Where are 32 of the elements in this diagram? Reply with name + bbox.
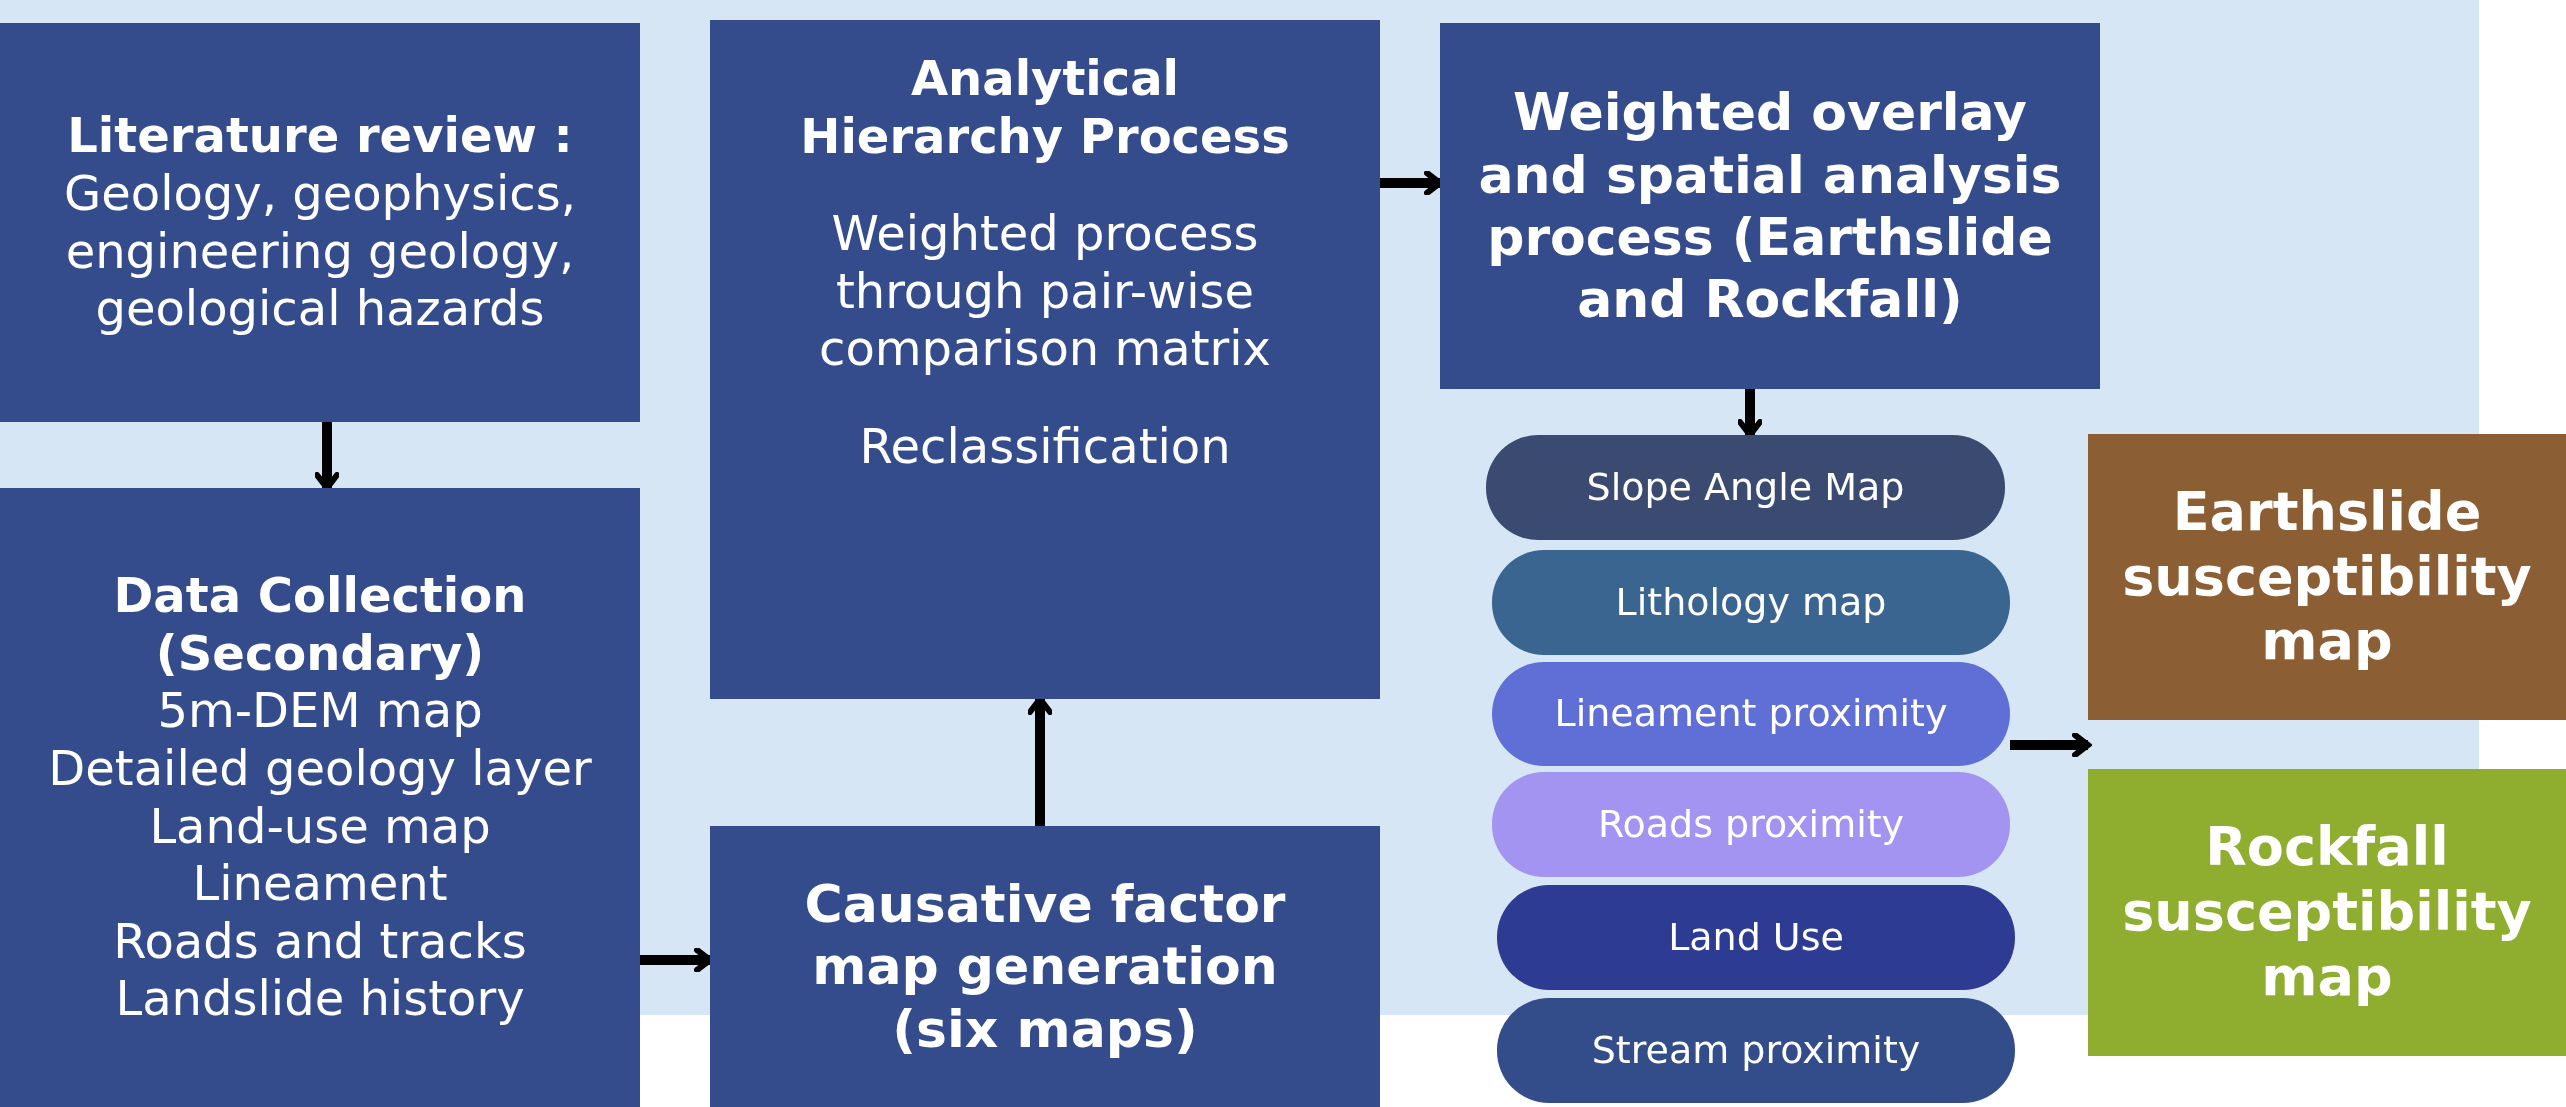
layer-label: Stream proximity: [1590, 1027, 1922, 1074]
box-text: Geology, geophysics, engineering geology, geological hazards: [63, 164, 577, 338]
process-box: [2088, 769, 2566, 1056]
box-title: Causative factor map generation (six maps): [803, 872, 1287, 1061]
arrow: [2010, 732, 2091, 758]
layer-label: Lineament proximity: [1553, 691, 1949, 737]
process-box: [0, 23, 640, 422]
box-title: Rockfall susceptibility map: [2121, 815, 2533, 1010]
layer-label: Slope Angle Map: [1585, 464, 1906, 511]
arrow: [1737, 389, 1763, 438]
process-box: [0, 488, 640, 1107]
process-box: [710, 20, 1380, 699]
layer-label: Roads proximity: [1596, 801, 1906, 848]
box-text: Reclassification: [858, 417, 1232, 476]
arrow: [314, 422, 340, 491]
box-title: Literature review :: [66, 107, 574, 165]
process-box: [1440, 23, 2100, 389]
box-title: Weighted overlay and spatial analysis process (Earthslide and Rockfall): [1477, 81, 2063, 331]
box-text: Lineament: [191, 855, 449, 913]
box-title: Earthslide susceptibility map: [2121, 479, 2533, 675]
process-box: [2088, 434, 2566, 720]
box-text: Land-use map: [148, 797, 492, 856]
box-text: Landslide history: [114, 970, 526, 1028]
box-title: Data Collection (Secondary): [112, 567, 528, 683]
box-text: 5m-DEM map: [156, 682, 484, 740]
box-text: Detailed geology layer: [47, 739, 593, 798]
process-box: [710, 826, 1380, 1107]
layer-label: Lithology map: [1614, 579, 1888, 626]
box-text: Roads and tracks: [112, 912, 528, 971]
layer-label: Land Use: [1667, 914, 1845, 961]
box-title: Analytical Hierarchy Process: [799, 50, 1291, 166]
box-text: Weighted process through pair-wise comparison matrix: [818, 205, 1272, 378]
